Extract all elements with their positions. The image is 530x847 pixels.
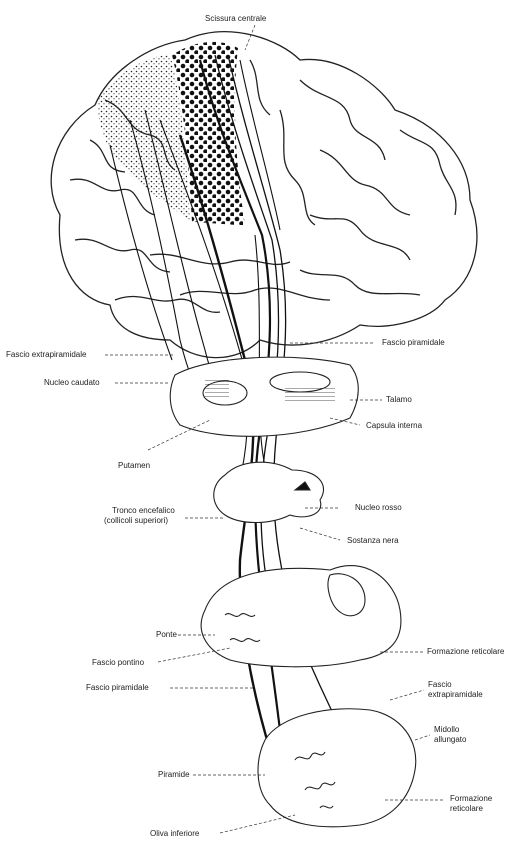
label-formazione-reticolare-low-1: Formazione <box>450 794 492 804</box>
label-putamen: Putamen <box>118 461 150 471</box>
label-formazione-reticolare-mid: Formazione reticolare <box>427 647 504 657</box>
label-tronco-encefalico-1: Tronco encefalico <box>112 506 175 516</box>
label-formazione-reticolare-low-2: reticolare <box>450 804 483 814</box>
label-nucleo-rosso: Nucleo rosso <box>355 503 402 513</box>
label-midollo-1: Midollo <box>434 725 459 735</box>
label-fascio-piramidale-low: Fascio piramidale <box>86 683 149 693</box>
pons-slice <box>201 566 401 667</box>
label-ponte: Ponte <box>156 630 177 640</box>
label-tronco-encefalico-2: (collicoli superiori) <box>104 516 168 526</box>
label-capsula-interna: Capsula interna <box>366 421 422 431</box>
label-nucleo-caudato: Nucleo caudato <box>44 378 100 388</box>
label-oliva-inferiore: Oliva inferiore <box>150 829 199 839</box>
label-fascio-piramidale-top: Fascio piramidale <box>382 338 445 348</box>
label-sostanza-nera: Sostanza nera <box>347 536 399 546</box>
basal-ganglia-slice <box>170 357 358 436</box>
label-fascio-extrapiramidale-low-1: Fascio <box>428 680 452 690</box>
label-scissura-centrale: Scissura centrale <box>205 14 266 24</box>
midbrain-slice <box>214 462 324 522</box>
medulla-slice <box>258 709 416 827</box>
label-talamo: Talamo <box>386 395 412 405</box>
label-midollo-2: allungato <box>434 735 466 745</box>
label-fascio-pontino: Fascio pontino <box>92 658 144 668</box>
label-piramide: Piramide <box>158 770 190 780</box>
label-fascio-extrapiramidale-low-2: extrapiramidale <box>428 690 483 700</box>
label-fascio-extrapiramidale-top: Fascio extrapiramidale <box>6 350 86 360</box>
